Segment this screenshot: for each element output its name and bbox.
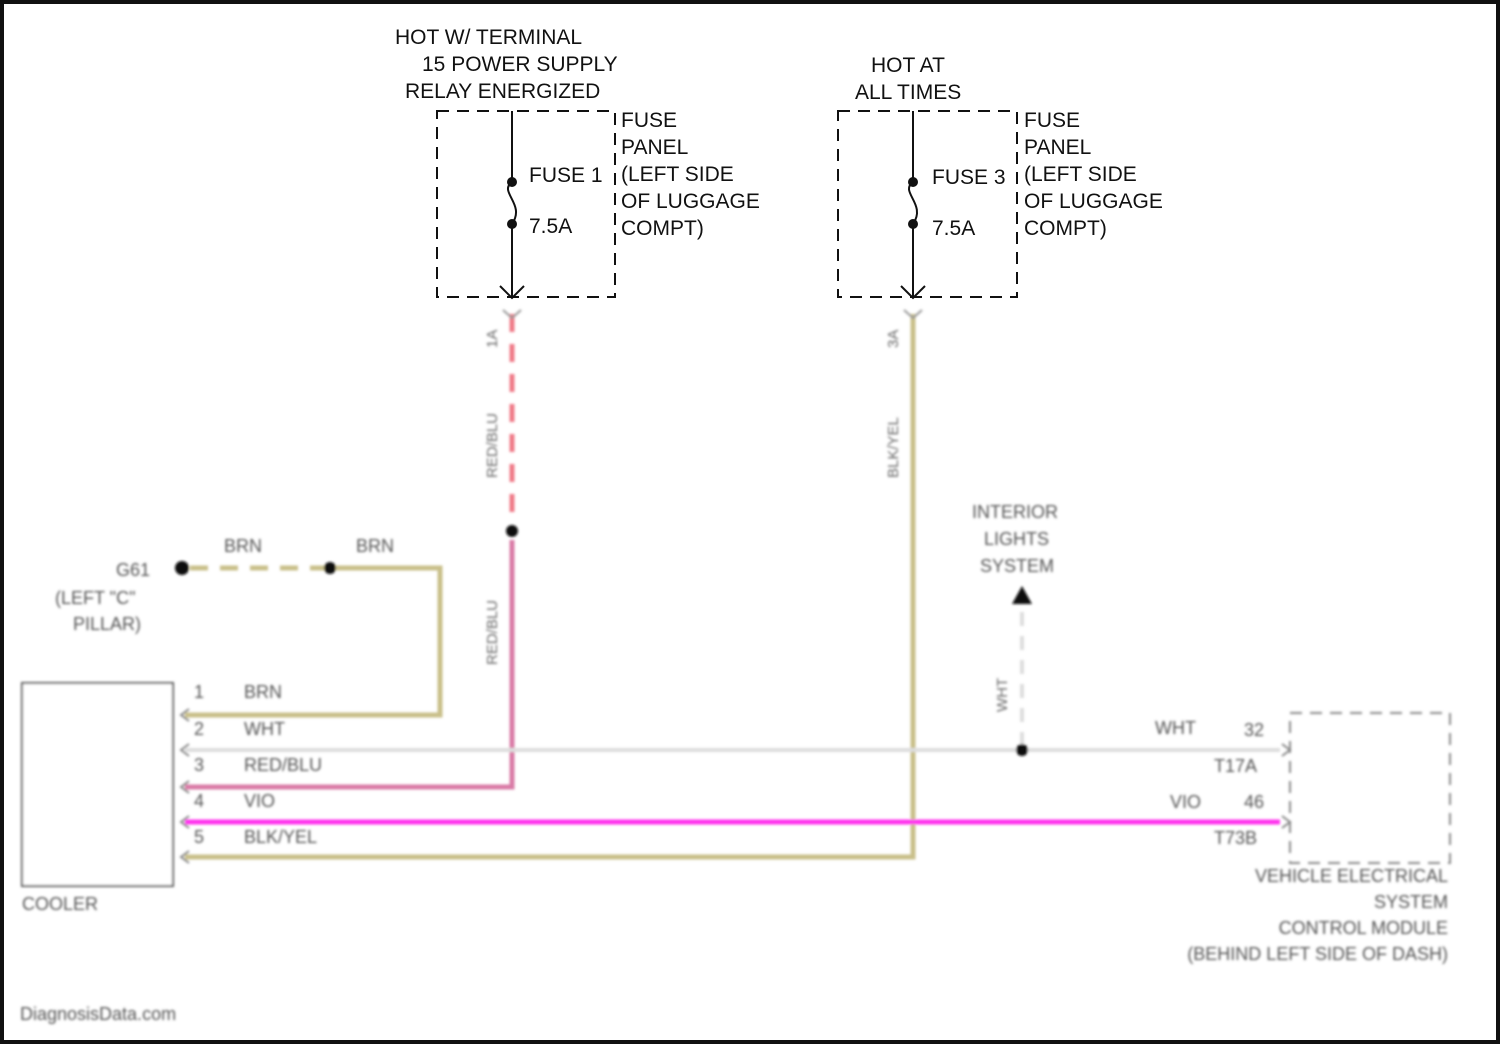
cooler-pin-4: 4 VIO	[194, 791, 275, 811]
svg-text:15 POWER SUPPLY: 15 POWER SUPPLY	[422, 53, 618, 76]
svg-text:BRN: BRN	[244, 682, 282, 702]
fuse1-panel-box	[437, 111, 615, 297]
svg-text:PILLAR): PILLAR)	[73, 614, 141, 634]
svg-text:BLK/YEL: BLK/YEL	[244, 827, 317, 847]
svg-text:SYSTEM: SYSTEM	[1374, 892, 1448, 912]
ground-wire2-label: BRN	[356, 536, 394, 556]
svg-text:RELAY ENERGIZED: RELAY ENERGIZED	[405, 80, 600, 103]
svg-text:(LEFT SIDE: (LEFT SIDE	[621, 163, 734, 186]
fuse1-supply-label: HOT W/ TERMINAL 15 POWER SUPPLY RELAY EN…	[395, 26, 618, 103]
svg-text:3: 3	[194, 755, 204, 775]
fuse1-terminal-label: 1A	[484, 330, 501, 348]
fuse3-wire-label: BLK/YEL	[885, 417, 902, 478]
cooler-pin-1: 1 BRN	[194, 682, 282, 702]
svg-text:ALL TIMES: ALL TIMES	[855, 81, 961, 104]
svg-text:(LEFT SIDE: (LEFT SIDE	[1024, 163, 1137, 186]
interior-lights-arrow	[1012, 586, 1032, 604]
control-module-label: VEHICLE ELECTRICAL SYSTEM CONTROL MODULE…	[1187, 866, 1448, 964]
cm-wht-connector: T17A	[1214, 756, 1257, 776]
fuse3-panel-box	[838, 111, 1017, 297]
svg-text:RED/BLU: RED/BLU	[244, 755, 322, 775]
interior-lights-wire-label: WHT	[994, 678, 1011, 712]
cooler-pin-5: 5 BLK/YEL	[194, 827, 317, 847]
svg-text:WHT: WHT	[244, 719, 285, 739]
wire-blk-yel	[185, 314, 913, 857]
control-module-box	[1290, 713, 1450, 863]
fuse3-rating: 7.5A	[932, 217, 975, 240]
svg-text:OF LUGGAGE: OF LUGGAGE	[1024, 190, 1163, 213]
fuse1-symbol	[500, 111, 524, 298]
svg-text:VEHICLE ELECTRICAL: VEHICLE ELECTRICAL	[1255, 866, 1448, 886]
svg-text:VIO: VIO	[244, 791, 275, 811]
fuse3-terminal-label: 3A	[885, 330, 902, 348]
wire-brn	[185, 568, 440, 715]
svg-text:COMPT): COMPT)	[621, 217, 704, 240]
fuse1-rating: 7.5A	[529, 215, 572, 238]
fuse3-panel-label: FUSE PANEL (LEFT SIDE OF LUGGAGE COMPT)	[1024, 109, 1163, 240]
svg-text:HOT AT: HOT AT	[871, 54, 945, 77]
svg-text:1: 1	[194, 682, 204, 702]
svg-text:SYSTEM: SYSTEM	[980, 556, 1054, 576]
splice-wire-label: RED/BLU	[484, 600, 501, 665]
fuse1-panel-label: FUSE PANEL (LEFT SIDE OF LUGGAGE COMPT)	[621, 109, 760, 240]
svg-text:CONTROL MODULE: CONTROL MODULE	[1279, 918, 1448, 938]
svg-text:OF LUGGAGE: OF LUGGAGE	[621, 190, 760, 213]
wht-splice	[1016, 744, 1028, 756]
cooler-pin-2: 2 WHT	[194, 719, 285, 739]
svg-text:G61: G61	[116, 560, 150, 580]
watermark: DiagnosisData.com	[20, 1004, 176, 1024]
ground-g61: G61 (LEFT "C" PILLAR)	[55, 560, 189, 634]
svg-text:COMPT): COMPT)	[1024, 217, 1107, 240]
svg-text:PANEL: PANEL	[621, 136, 688, 159]
fuse3-name: FUSE 3	[932, 166, 1006, 189]
svg-text:2: 2	[194, 719, 204, 739]
cm-wht-pin: 32	[1244, 720, 1264, 740]
cooler-pin-3: 3 RED/BLU	[194, 755, 322, 775]
cooler-label: COOLER	[22, 894, 98, 914]
cm-vio-connector: T73B	[1214, 828, 1257, 848]
svg-text:4: 4	[194, 791, 204, 811]
fuse1-name: FUSE 1	[529, 164, 603, 187]
control-module-pin-arrows	[1282, 744, 1290, 828]
ground-wire1-label: BRN	[224, 536, 262, 556]
svg-text:FUSE: FUSE	[621, 109, 677, 132]
cm-wht-wire-label: WHT	[1155, 718, 1196, 738]
fuse3-symbol	[901, 111, 925, 298]
interior-lights-label: INTERIOR LIGHTS SYSTEM	[972, 502, 1058, 576]
svg-text:FUSE: FUSE	[1024, 109, 1080, 132]
svg-text:(BEHIND LEFT SIDE OF DASH): (BEHIND LEFT SIDE OF DASH)	[1187, 944, 1448, 964]
svg-text:5: 5	[194, 827, 204, 847]
svg-text:INTERIOR: INTERIOR	[972, 502, 1058, 522]
cm-vio-wire-label: VIO	[1170, 792, 1201, 812]
svg-text:PANEL: PANEL	[1024, 136, 1091, 159]
cooler-box	[22, 683, 173, 886]
svg-text:LIGHTS: LIGHTS	[984, 529, 1049, 549]
fuse3-supply-label: HOT AT ALL TIMES	[855, 54, 961, 104]
ground-splice	[324, 562, 336, 574]
svg-text:(LEFT "C": (LEFT "C"	[55, 588, 135, 608]
svg-text:HOT W/ TERMINAL: HOT W/ TERMINAL	[395, 26, 582, 49]
splice-point	[506, 525, 518, 537]
fuse1-wire-label: RED/BLU	[484, 413, 501, 478]
cm-vio-pin: 46	[1244, 792, 1264, 812]
